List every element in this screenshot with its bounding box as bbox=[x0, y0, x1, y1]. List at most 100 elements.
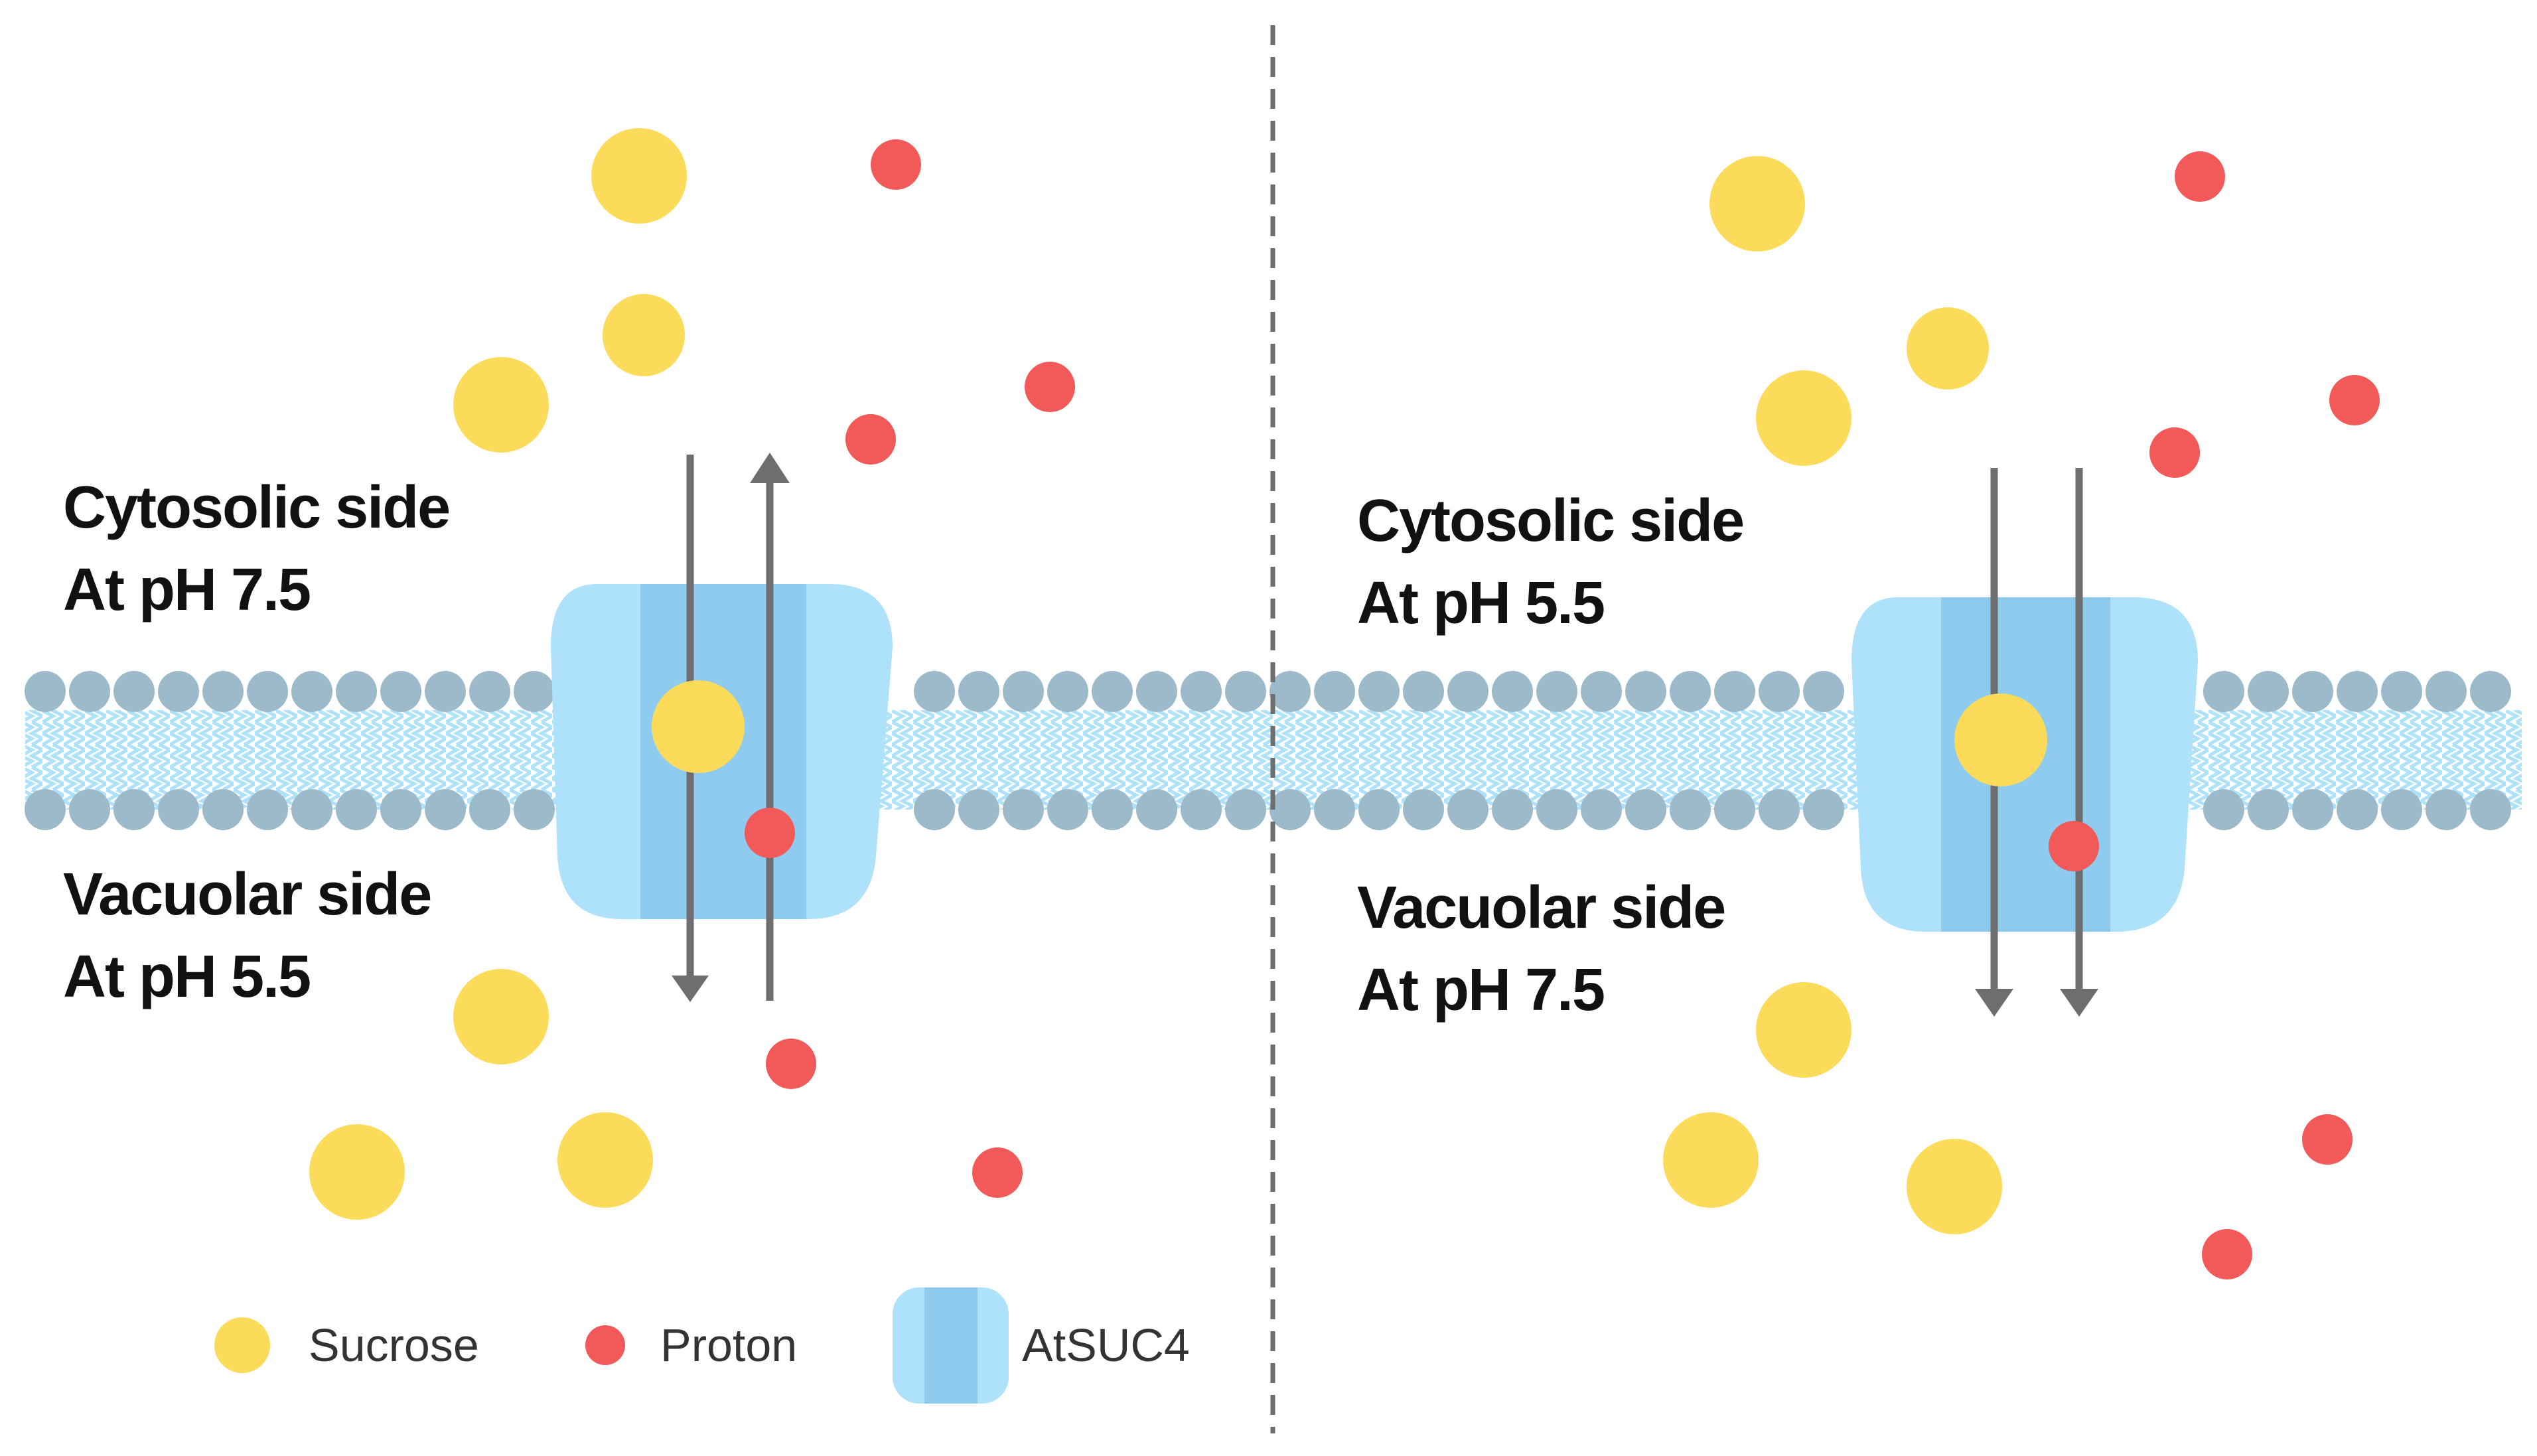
right-vacuolar-label: Vacuolar side bbox=[1357, 875, 1726, 941]
lipid-head bbox=[425, 789, 466, 830]
sucrose-molecule bbox=[1756, 370, 1851, 466]
lipid-head bbox=[1625, 789, 1666, 830]
proton-molecule-in-transporter-left bbox=[745, 808, 795, 858]
lipid-head bbox=[1803, 789, 1844, 830]
sucrose-molecule bbox=[1907, 307, 1989, 390]
lipid-head bbox=[1714, 671, 1755, 712]
arrow-proton-down-right bbox=[2060, 468, 2098, 1017]
lipid-head bbox=[1269, 789, 1311, 830]
lipid-head bbox=[1003, 789, 1044, 830]
lipid-head bbox=[2426, 789, 2467, 830]
lipid-head bbox=[113, 789, 155, 830]
lipid-head bbox=[1492, 789, 1533, 830]
proton-molecule bbox=[2329, 375, 2380, 425]
sucrose-molecules bbox=[309, 128, 2002, 1234]
lipid-head bbox=[958, 671, 999, 712]
lipid-head bbox=[914, 789, 955, 830]
lipid-head bbox=[2470, 789, 2511, 830]
lipid-head bbox=[1670, 789, 1711, 830]
lipid-head bbox=[1714, 789, 1755, 830]
lipid-head bbox=[336, 789, 377, 830]
proton-molecule bbox=[972, 1147, 1023, 1198]
lipid-head bbox=[1803, 671, 1844, 712]
legend-proton-icon bbox=[585, 1325, 625, 1365]
lipid-head bbox=[2292, 789, 2333, 830]
lipid-head bbox=[1181, 671, 1222, 712]
lipid-head bbox=[914, 671, 955, 712]
sucrose-molecule bbox=[1709, 156, 1805, 252]
lipid-head bbox=[1047, 671, 1088, 712]
lipid-head bbox=[247, 789, 288, 830]
lipid-head bbox=[1181, 789, 1222, 830]
lipid-head bbox=[2337, 789, 2378, 830]
lipid-head bbox=[1136, 671, 1177, 712]
lipid-head bbox=[2248, 789, 2289, 830]
lipid-head bbox=[1403, 671, 1444, 712]
lipid-head bbox=[380, 671, 421, 712]
arrow-proton-up-left bbox=[750, 453, 790, 1001]
left-vacuolar-ph: At pH 5.5 bbox=[63, 944, 311, 1010]
lipid-head bbox=[202, 789, 244, 830]
lipid-head bbox=[1492, 671, 1533, 712]
lipid-head bbox=[2470, 671, 2511, 712]
lipid-head bbox=[247, 671, 288, 712]
legend-sucrose-icon bbox=[214, 1317, 270, 1373]
lipid-head bbox=[1759, 671, 1800, 712]
lipid-head bbox=[1759, 789, 1800, 830]
lipid-head bbox=[2248, 671, 2289, 712]
lipid-head bbox=[158, 671, 199, 712]
legend-sucrose-label: Sucrose bbox=[309, 1319, 479, 1371]
lipid-head bbox=[1314, 789, 1355, 830]
lipid-head bbox=[1581, 789, 1622, 830]
lipid-head bbox=[1225, 789, 1266, 830]
lipid-head bbox=[1092, 671, 1133, 712]
lipid-head bbox=[202, 671, 244, 712]
sucrose-molecule bbox=[1663, 1112, 1759, 1208]
lipid-head bbox=[2337, 671, 2378, 712]
proton-molecule bbox=[2149, 427, 2200, 478]
lipid-head bbox=[2381, 671, 2422, 712]
lipid-head bbox=[469, 671, 510, 712]
lipid-head bbox=[514, 671, 555, 712]
lipid-head bbox=[2426, 671, 2467, 712]
left-vacuolar-label: Vacuolar side bbox=[63, 861, 432, 928]
lipid-head bbox=[1447, 789, 1488, 830]
lipid-head bbox=[1670, 671, 1711, 712]
lipid-head bbox=[1536, 671, 1577, 712]
lipid-head bbox=[291, 671, 332, 712]
lipid-head bbox=[958, 789, 999, 830]
sucrose-molecule bbox=[1756, 982, 1851, 1078]
lipid-head bbox=[1403, 789, 1444, 830]
lipid-head bbox=[1047, 789, 1088, 830]
lipid-head bbox=[25, 789, 66, 830]
lipid-head bbox=[514, 789, 555, 830]
sucrose-molecule-in-transporter-right bbox=[1954, 693, 2047, 786]
lipid-head bbox=[1003, 671, 1044, 712]
sucrose-molecule bbox=[453, 357, 549, 453]
legend-transporter-icon bbox=[893, 1287, 1009, 1404]
lipid-head bbox=[1358, 671, 1400, 712]
right-vacuolar-ph: At pH 7.5 bbox=[1357, 957, 1605, 1023]
lipid-head bbox=[1536, 789, 1577, 830]
right-cytosolic-ph: At pH 5.5 bbox=[1357, 570, 1605, 636]
lipid-head bbox=[380, 789, 421, 830]
right-cytosolic-label: Cytosolic side bbox=[1357, 488, 1745, 554]
proton-molecules bbox=[766, 139, 2380, 1279]
lipid-head bbox=[291, 789, 332, 830]
lipid-head bbox=[1358, 789, 1400, 830]
lipid-head bbox=[1269, 671, 1311, 712]
proton-molecule bbox=[766, 1039, 816, 1089]
lipid-head bbox=[1225, 671, 1266, 712]
lipid-head bbox=[1581, 671, 1622, 712]
lipid-head bbox=[1314, 671, 1355, 712]
lipid-head bbox=[113, 671, 155, 712]
sucrose-molecule-in-transporter-left bbox=[652, 680, 745, 773]
proton-molecule bbox=[845, 414, 896, 465]
lipid-head bbox=[469, 789, 510, 830]
lipid-head bbox=[1092, 789, 1133, 830]
lipid-head bbox=[69, 671, 110, 712]
proton-molecule bbox=[2202, 1229, 2252, 1279]
proton-molecule bbox=[1025, 362, 1075, 412]
lipid-head bbox=[69, 789, 110, 830]
